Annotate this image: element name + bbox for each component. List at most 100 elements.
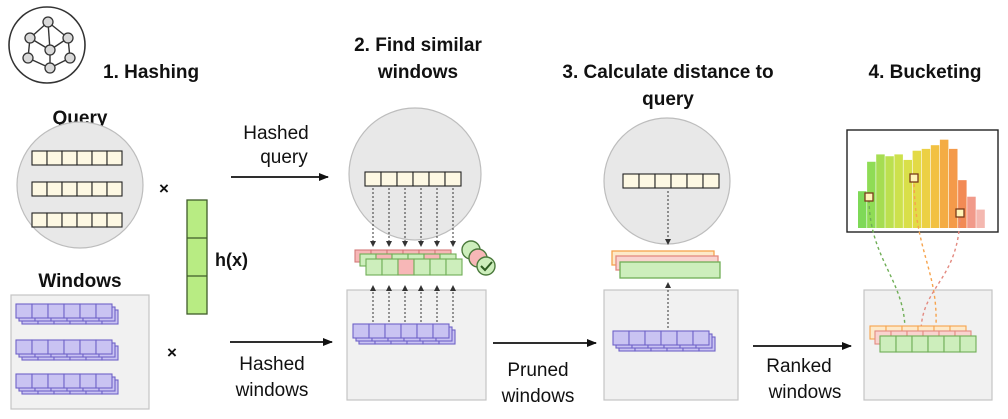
hashed-query-cell: [412, 171, 430, 187]
window-cell: [79, 303, 97, 319]
hashed-window-cell: [384, 323, 402, 339]
hashed-window-cell: [416, 323, 434, 339]
histogram-bar: [876, 154, 885, 228]
bucket-marker: [864, 192, 874, 202]
hash-function-vector: [186, 199, 208, 315]
query-vectors: [31, 150, 123, 228]
ranked-windows-label-1: Ranked: [766, 356, 832, 377]
bucket-connector: [868, 199, 906, 332]
hashed-query-cell: [364, 171, 382, 187]
window-cell: [15, 339, 33, 355]
query-cell: [31, 212, 48, 228]
query-cell-step3: [702, 173, 720, 189]
query-cell: [91, 212, 108, 228]
pruned-window-cell: [660, 330, 678, 346]
window-cell: [47, 303, 65, 319]
candidate-cell-front: [365, 258, 383, 276]
window-cell: [63, 303, 81, 319]
query-cell: [106, 150, 123, 166]
histogram-bar: [930, 145, 940, 228]
window-cell: [15, 373, 33, 389]
candidate-stack: [354, 249, 463, 276]
query-cell: [106, 212, 123, 228]
hashed-query-cell: [396, 171, 414, 187]
window-cell: [31, 339, 49, 355]
query-cell-step3: [686, 173, 704, 189]
ranked-cell-green: [959, 335, 977, 353]
histogram-bar: [976, 209, 985, 228]
step-3-title-line2: query: [642, 89, 694, 110]
step-3-title-line1: 3. Calculate distance to: [562, 62, 773, 83]
query-cell: [91, 181, 108, 197]
hashed-query-label-2: query: [260, 147, 308, 168]
query-cell: [46, 181, 63, 197]
query-cell: [61, 212, 78, 228]
ranked-cell-green: [943, 335, 961, 353]
histogram-bar: [858, 191, 867, 228]
histogram-bar: [921, 148, 931, 228]
bucket-connector: [913, 177, 937, 327]
histogram-bar: [912, 150, 922, 228]
pruned-windows-label-2: windows: [501, 386, 575, 407]
step-4-title: 4. Bucketing: [869, 62, 982, 83]
window-cell: [63, 339, 81, 355]
query-vector-step3: [622, 173, 720, 189]
comparison-arrows-down: [370, 188, 456, 247]
hash-function-label: h(x): [215, 250, 248, 270]
hashed-query-cell: [444, 171, 462, 187]
window-cell: [79, 373, 97, 389]
histogram-bar: [949, 148, 958, 228]
ranked-window-stack: [869, 325, 977, 353]
query-cell: [76, 150, 93, 166]
comparison-arrows-up: [370, 285, 456, 322]
pruned-windows-label-1: Pruned: [507, 360, 568, 381]
window-stacks: [15, 303, 119, 395]
bucket-connector: [920, 212, 961, 332]
query-cell: [76, 212, 93, 228]
check-badge-icon: [461, 240, 496, 276]
hashed-query-vector: [364, 171, 462, 187]
candidate-cell-front: [429, 258, 447, 276]
hashed-windows-box: [346, 289, 487, 401]
bucket-marker: [909, 173, 919, 183]
histogram-bar: [885, 156, 894, 228]
histogram-bar: [967, 196, 976, 228]
windows-label: Windows: [38, 271, 121, 292]
multiply-symbol-query: ×: [159, 179, 169, 198]
window-cell: [47, 373, 65, 389]
check-badge: [476, 256, 496, 276]
window-cell: [95, 303, 113, 319]
query-cell: [61, 181, 78, 197]
ranked-cell-green: [927, 335, 945, 353]
ranked-windows-label-2: windows: [768, 382, 842, 403]
window-cell: [63, 373, 81, 389]
bucket-markers: [864, 173, 965, 218]
pruned-window-cell: [612, 330, 630, 346]
hashed-window-cell: [432, 323, 450, 339]
histogram-bar: [903, 159, 912, 228]
hashed-window-stack: [352, 323, 456, 345]
check-mark: [480, 261, 493, 272]
ranked-cell-green: [895, 335, 913, 353]
hashed-query-cell: [380, 171, 398, 187]
ranked-cell-green: [879, 335, 897, 353]
hashed-window-cell: [400, 323, 418, 339]
pruned-window-cell: [628, 330, 646, 346]
pruned-window-stack: [612, 330, 716, 352]
hashed-query-label-1: Hashed: [243, 123, 309, 144]
query-cell: [76, 181, 93, 197]
query-cell-step3: [654, 173, 672, 189]
hashed-window-cell: [368, 323, 386, 339]
hashed-window-cell: [352, 323, 370, 339]
step-2-title-line2: windows: [377, 62, 458, 83]
multiply-symbol-windows: ×: [167, 343, 177, 362]
window-cell: [31, 303, 49, 319]
query-cell: [106, 181, 123, 197]
candidate-cell-front: [381, 258, 399, 276]
query-cell: [31, 181, 48, 197]
bucket-connectors: [868, 177, 961, 332]
pruned-candidate-stack: [611, 250, 721, 279]
window-cell: [95, 373, 113, 389]
window-cell: [95, 339, 113, 355]
